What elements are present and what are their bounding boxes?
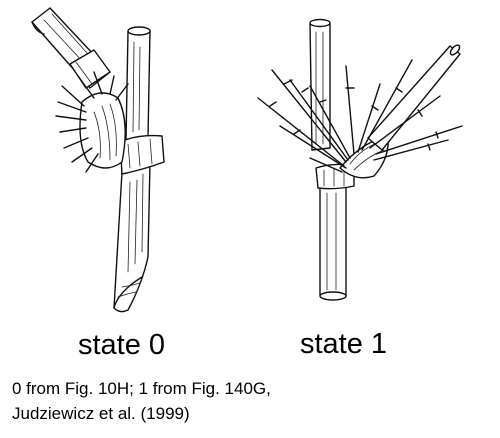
- caption-line-2: Judziewicz et al. (1999): [12, 404, 190, 423]
- illustration-state-1: [250, 18, 475, 303]
- state-1-label: state 1: [300, 328, 388, 360]
- illustration-state-0: [10, 2, 235, 320]
- state-0-label: state 0: [78, 329, 166, 361]
- figure-caption: 0 from Fig. 10H; 1 from Fig. 140G, Judzi…: [12, 376, 482, 426]
- caption-line-1: 0 from Fig. 10H; 1 from Fig. 140G,: [12, 379, 271, 398]
